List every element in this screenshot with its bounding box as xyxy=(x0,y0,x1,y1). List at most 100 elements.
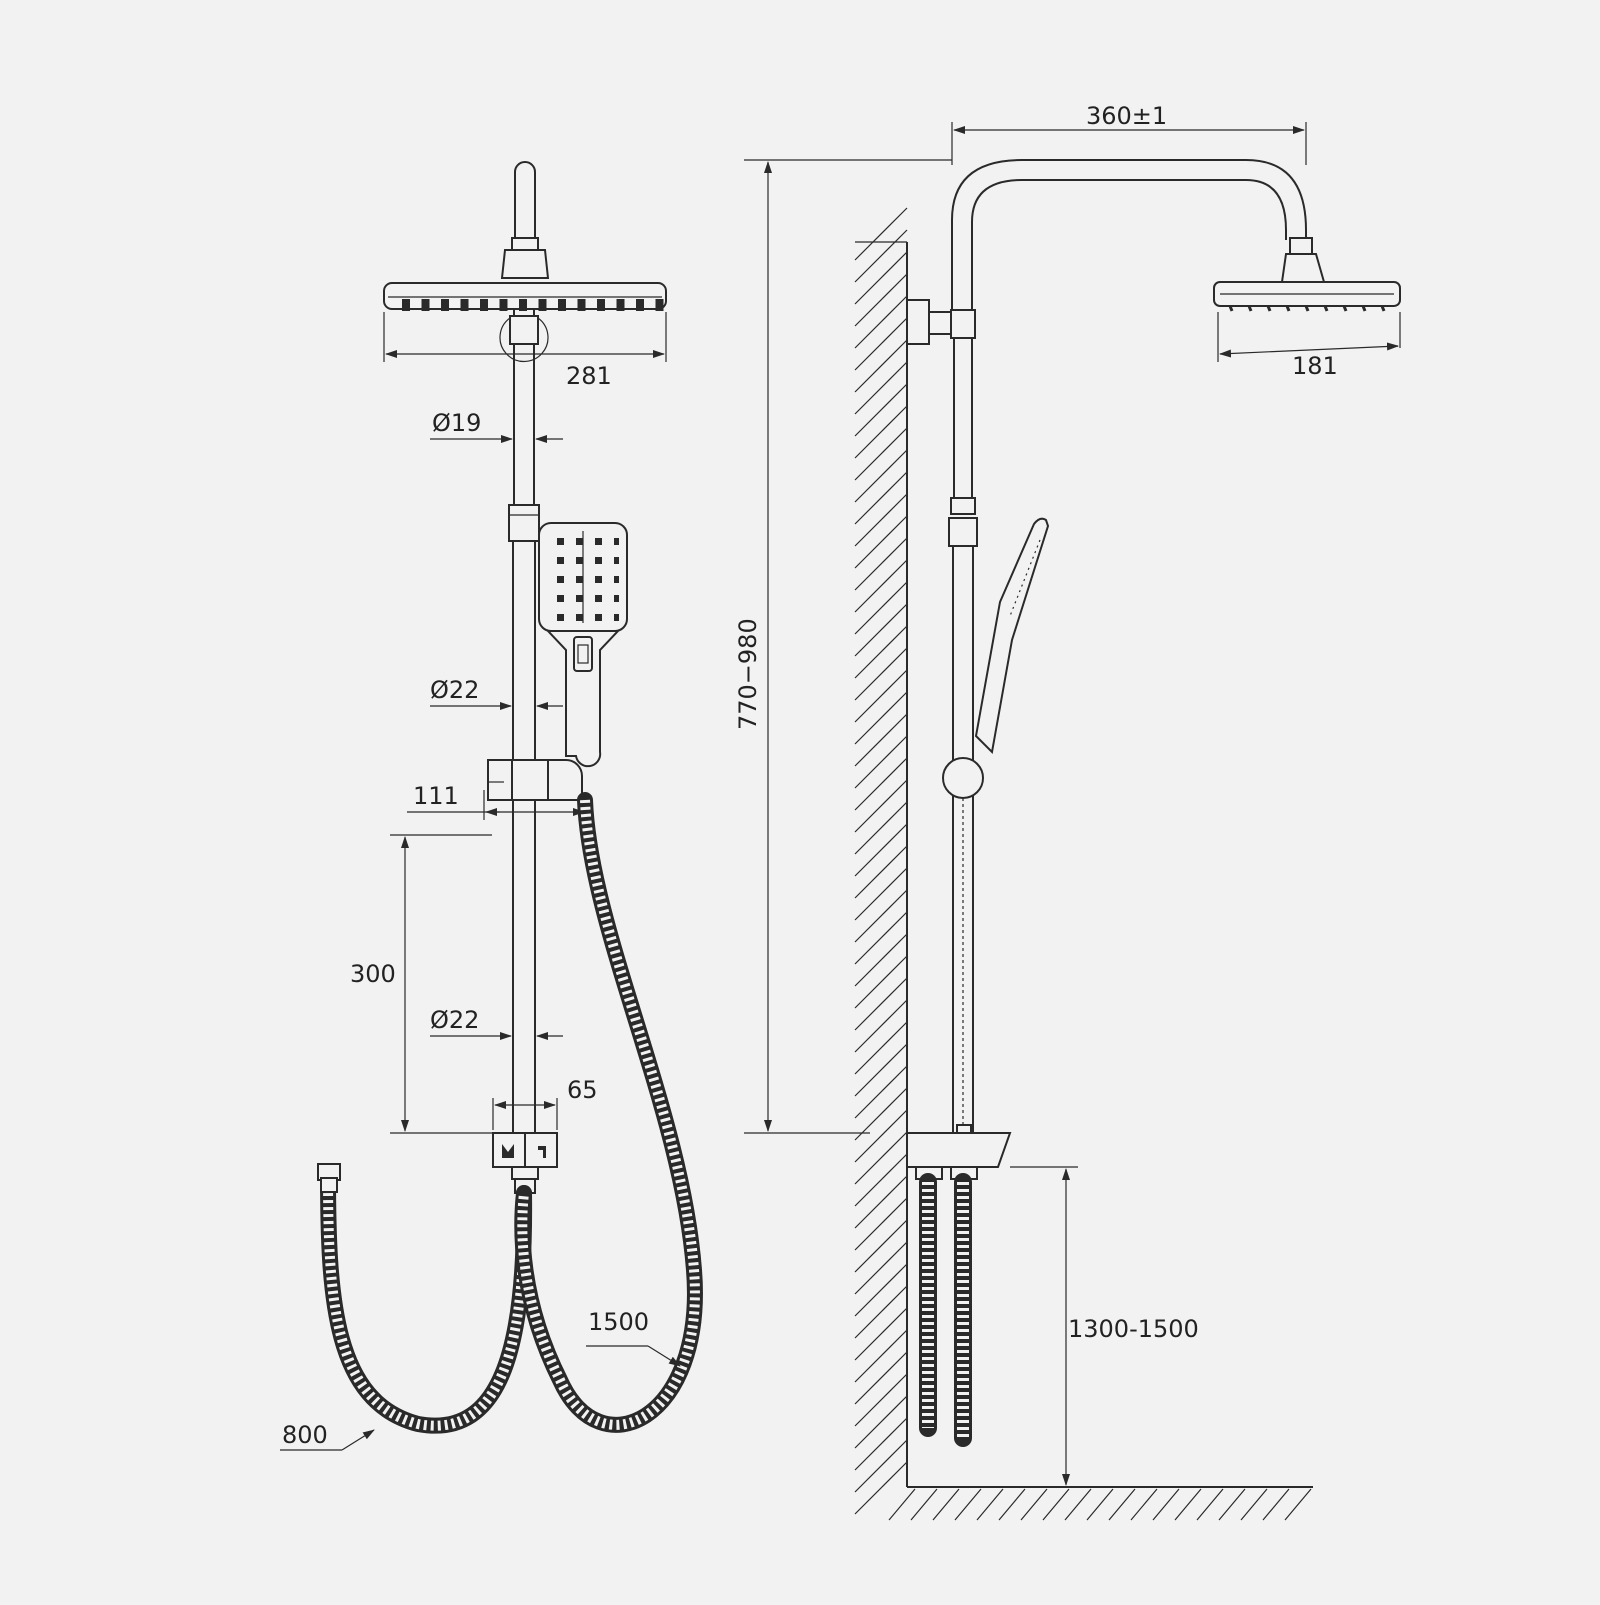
side-shower-arm-inner xyxy=(971,179,1287,310)
side-nozzle xyxy=(1285,305,1291,312)
dim-800: 800 xyxy=(282,1421,328,1449)
hatch-line xyxy=(998,1488,1026,1521)
hatch-line xyxy=(854,779,908,833)
hatch-line xyxy=(854,1043,908,1097)
hatch-line xyxy=(854,1329,908,1383)
front-top-stub xyxy=(514,161,536,238)
hatch-line xyxy=(854,977,908,1031)
nozzle xyxy=(460,299,469,311)
hatch-line xyxy=(854,669,908,723)
dim-360: 360±1 xyxy=(1086,102,1167,130)
dim-111: 111 xyxy=(413,782,459,810)
front-mode-button xyxy=(573,636,593,672)
hatch-line xyxy=(1196,1488,1224,1521)
front-holder-clamp xyxy=(511,759,549,801)
hatch-line xyxy=(888,1488,916,1521)
hatch-line xyxy=(854,1087,908,1141)
dim-770-980: 770−980 xyxy=(734,618,762,730)
hatch-line xyxy=(854,449,908,503)
hatch-line xyxy=(854,933,908,987)
front-wall-bracket xyxy=(499,317,549,363)
hatch-line xyxy=(1218,1488,1246,1521)
side-nozzle xyxy=(1304,305,1310,312)
hatch-line xyxy=(1020,1488,1048,1521)
side-wall-flange xyxy=(906,299,930,345)
hatch-line xyxy=(854,1021,908,1075)
dim-d19: Ø19 xyxy=(432,409,481,437)
dim-281: 281 xyxy=(566,362,612,390)
hatch-line xyxy=(854,317,908,371)
hatch-line xyxy=(854,339,908,393)
hatch-line xyxy=(854,1065,908,1119)
front-hand-shower-handle xyxy=(545,630,621,768)
dim-1300-1500: 1300-1500 xyxy=(1068,1315,1199,1343)
hatch-line xyxy=(854,229,908,283)
front-view xyxy=(317,161,703,1434)
nozzle xyxy=(558,299,566,311)
front-head-nut xyxy=(511,237,539,251)
dim-d22-lower: Ø22 xyxy=(430,1006,479,1034)
side-shower-arm-outer xyxy=(951,159,1307,310)
hatch-line xyxy=(1152,1488,1180,1521)
side-nozzle xyxy=(1380,305,1386,312)
hand-shower-icon xyxy=(538,1146,546,1158)
nozzle xyxy=(577,299,586,311)
front-dimensions: 281 Ø19 Ø22 111 300 Ø22 65 1500 800 xyxy=(280,312,681,1451)
hatch-line xyxy=(1064,1488,1092,1521)
side-pipe-sleeve xyxy=(948,517,978,547)
hatch-line xyxy=(854,1395,908,1449)
side-view xyxy=(854,159,1401,1521)
hatch-line xyxy=(854,1153,908,1207)
hatch-line xyxy=(854,493,908,547)
hatch-line xyxy=(854,691,908,745)
hatch-line xyxy=(932,1488,960,1521)
front-head-connector xyxy=(500,249,550,279)
hatch-line xyxy=(854,647,908,701)
hatch-line xyxy=(854,581,908,635)
hatch-line xyxy=(854,1351,908,1405)
hatch-line xyxy=(954,1488,982,1521)
dim-65: 65 xyxy=(567,1076,598,1104)
side-bracket-clamp xyxy=(950,309,976,339)
nozzle xyxy=(636,299,644,311)
front-pipe-sleeve xyxy=(508,504,540,542)
hatch-line xyxy=(1042,1488,1070,1521)
side-hand-shower xyxy=(974,517,1050,755)
hatch-line xyxy=(854,889,908,943)
hatch-line xyxy=(1174,1488,1202,1521)
nozzle xyxy=(421,299,430,311)
hatch-line xyxy=(854,1219,908,1273)
hatch-line xyxy=(854,207,908,261)
hatch-line xyxy=(854,383,908,437)
hatch-line xyxy=(854,295,908,349)
nozzle xyxy=(616,299,625,311)
hatch-line xyxy=(854,1175,908,1229)
dim-d22-upper: Ø22 xyxy=(430,676,479,704)
hatch-line xyxy=(854,867,908,921)
hatch-line xyxy=(854,1263,908,1317)
hatch-line xyxy=(854,713,908,767)
nozzle xyxy=(402,299,410,311)
hatch-line xyxy=(854,1439,908,1493)
side-holder xyxy=(942,757,984,799)
front-valve-nut xyxy=(511,1166,539,1180)
side-nozzle xyxy=(1247,305,1253,312)
dim-300: 300 xyxy=(350,960,396,988)
hatch-line xyxy=(854,361,908,415)
hatch-line xyxy=(854,405,908,459)
hatch-line xyxy=(854,955,908,1009)
hatch-line xyxy=(854,1373,908,1427)
dim-1500: 1500 xyxy=(588,1308,649,1336)
wall-hatching xyxy=(854,207,908,1515)
hatch-line xyxy=(854,559,908,613)
nozzle xyxy=(441,299,449,311)
side-head-nut xyxy=(1289,237,1313,255)
dim-181: 181 xyxy=(1292,352,1338,380)
hatch-line xyxy=(854,537,908,591)
hatch-line xyxy=(854,471,908,525)
hatch-line xyxy=(976,1488,1004,1521)
side-nozzle xyxy=(1361,305,1367,312)
hatch-line xyxy=(854,251,908,305)
hatch-line xyxy=(854,1417,908,1471)
